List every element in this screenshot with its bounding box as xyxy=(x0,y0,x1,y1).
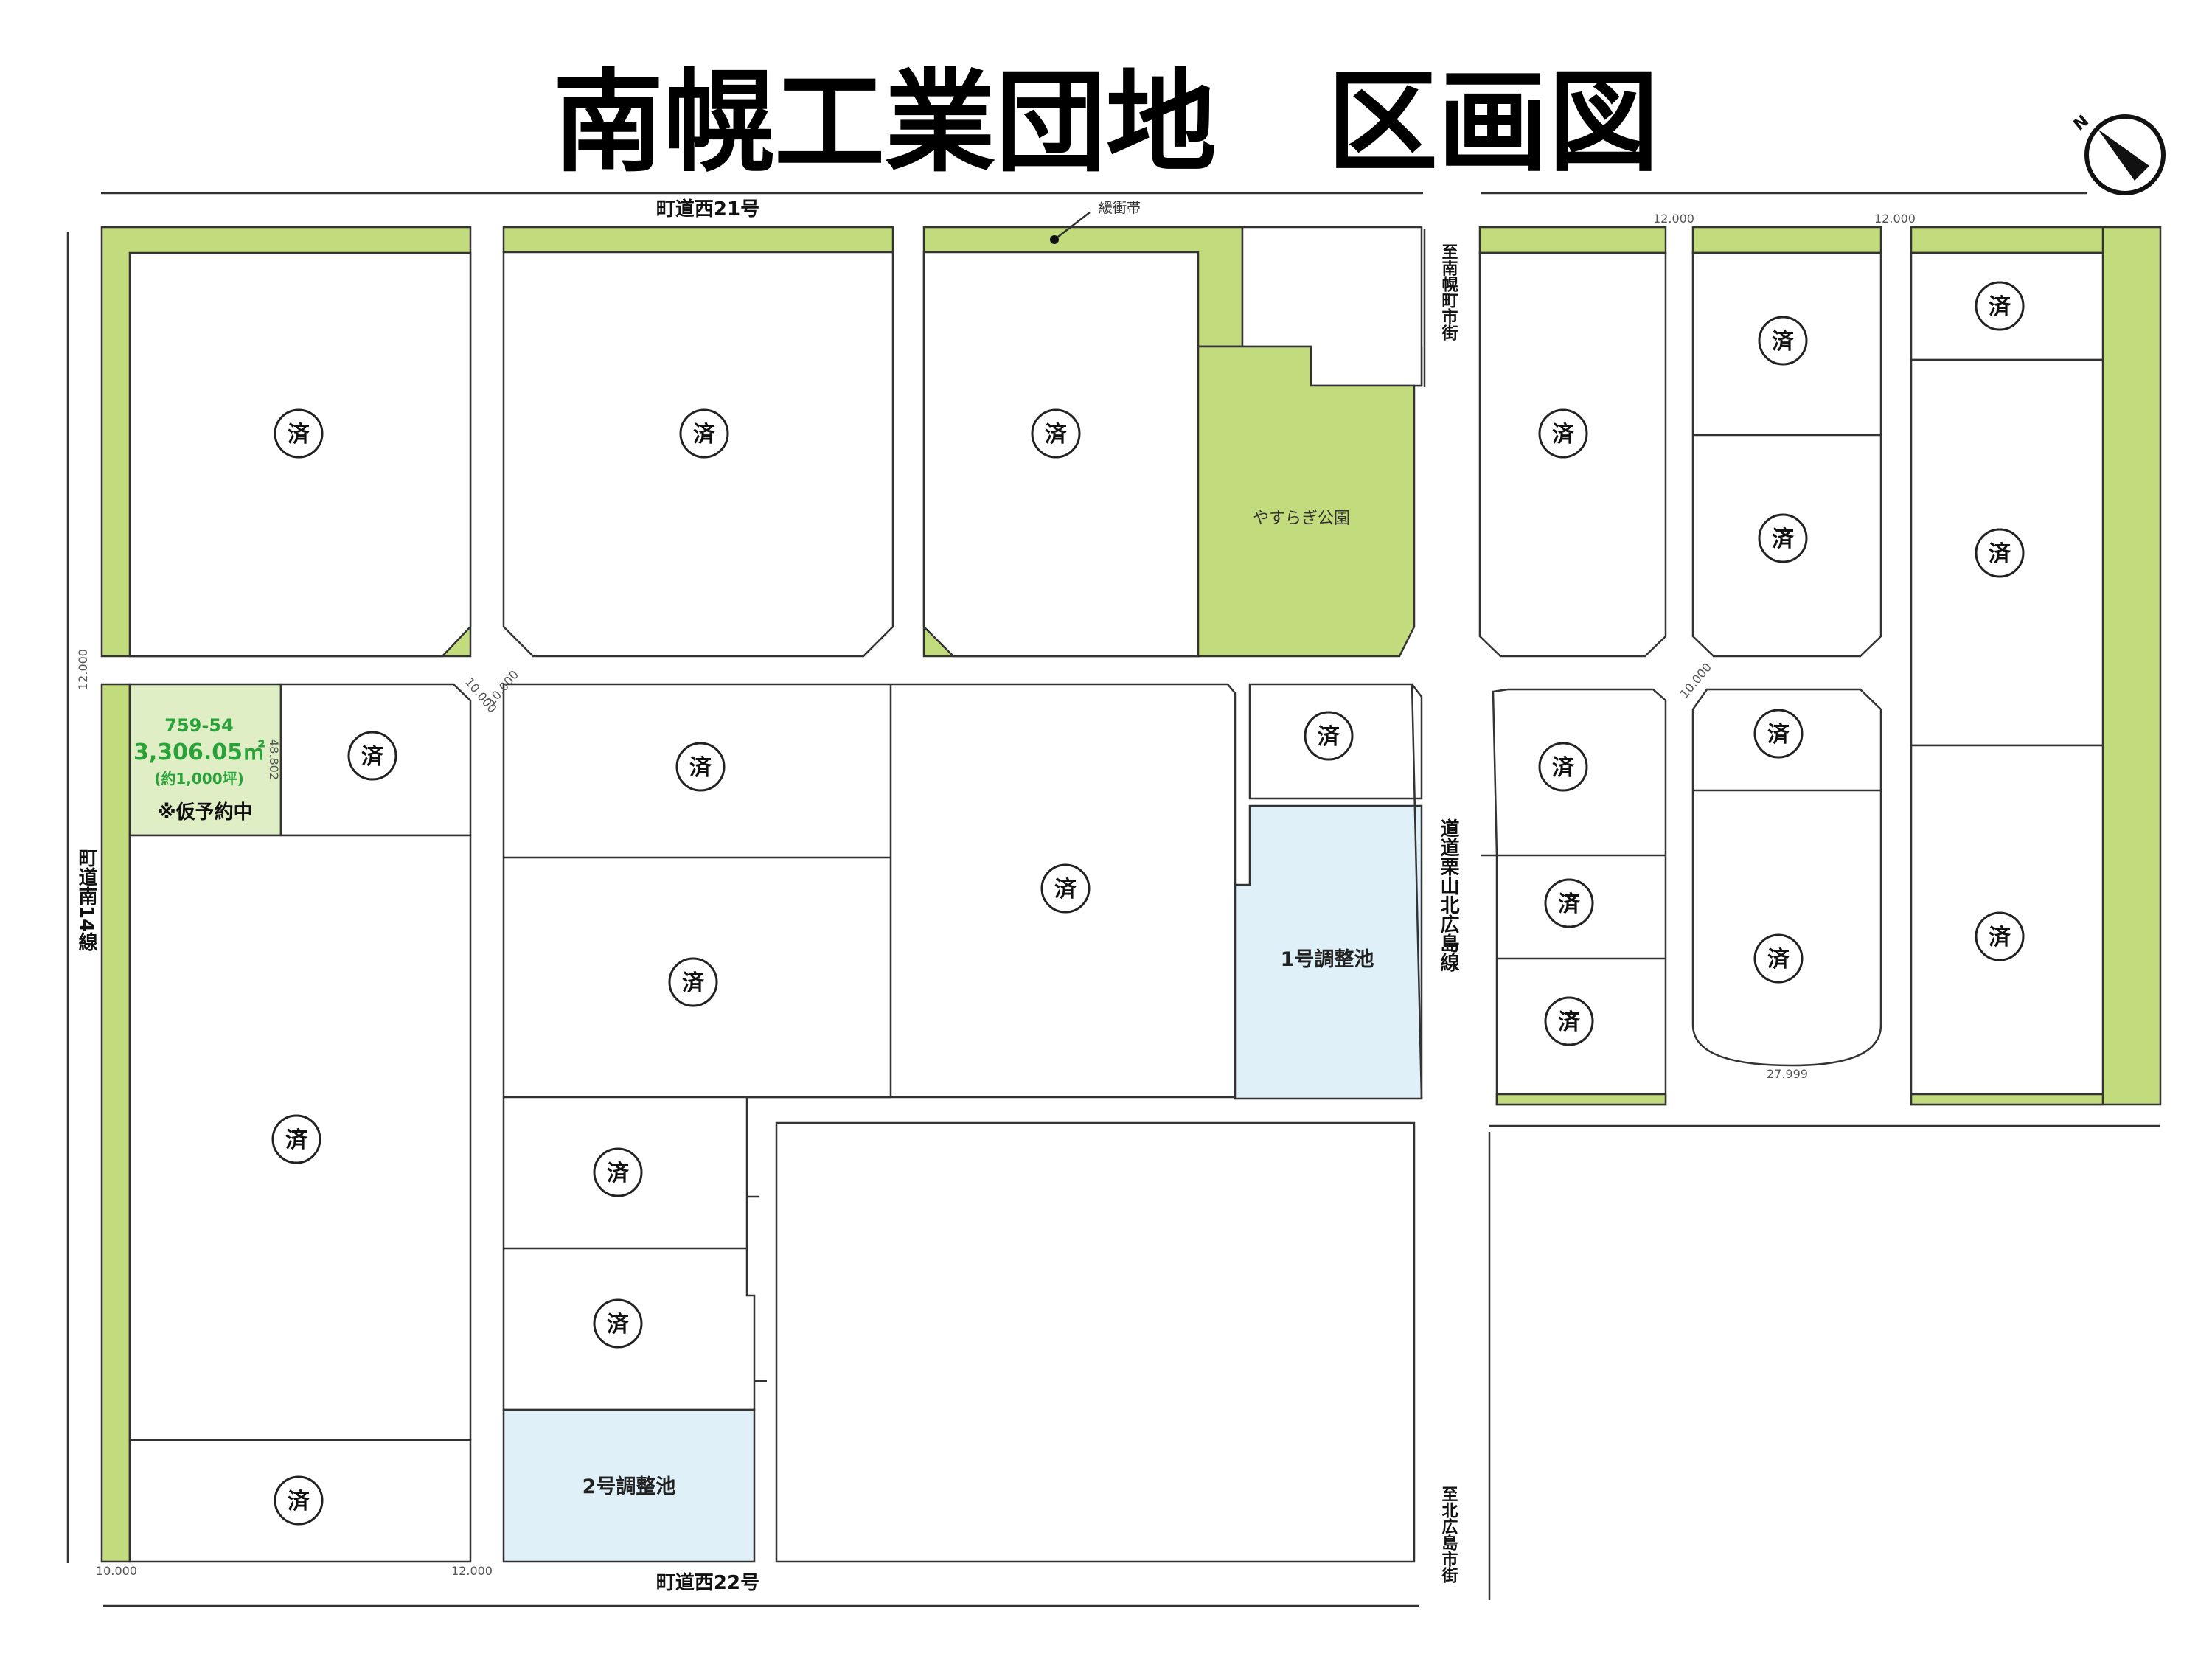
road-label-to-nanporo: 至南幌町市街 xyxy=(1439,243,1459,341)
sold-marker: 済 xyxy=(1758,513,1808,563)
road-label-east: 道道栗山北広島線 xyxy=(1437,818,1459,973)
large-lot xyxy=(775,1121,1416,1563)
sold-label: 済 xyxy=(1318,724,1340,750)
sold-label: 済 xyxy=(693,422,716,448)
sold-label: 済 xyxy=(1767,722,1790,748)
sold-marker: 済 xyxy=(1538,408,1588,459)
lot-tsubo: (約1,000坪) xyxy=(154,770,244,787)
sold-marker: 済 xyxy=(347,731,397,781)
sold-label: 済 xyxy=(1989,294,2011,320)
sold-marker: 済 xyxy=(1975,911,2025,961)
lot-area: 3,306.05㎡ xyxy=(133,740,265,765)
sold-marker: 済 xyxy=(1544,878,1594,928)
lot-status: ※仮予約中 xyxy=(157,801,252,824)
sold-label: 済 xyxy=(607,1312,630,1338)
sold-marker: 済 xyxy=(271,1114,321,1164)
sold-label: 済 xyxy=(1772,526,1795,552)
buffer-pointer xyxy=(1054,212,1091,240)
sold-marker: 済 xyxy=(1538,742,1588,792)
sold-label: 済 xyxy=(1054,877,1077,902)
dim-10000-d: 10.000 xyxy=(96,1564,137,1578)
sold-label: 済 xyxy=(288,1489,310,1514)
sold-marker: 済 xyxy=(1975,281,2025,331)
road-label-to-kitahiroshima: 至北広島市街 xyxy=(1439,1486,1459,1584)
buffer-label: 緩衝帯 xyxy=(1099,200,1141,216)
lot-depth-dim: 48.802 xyxy=(267,739,281,780)
road-label-west: 町道南14線 xyxy=(75,848,97,952)
sold-marker: 済 xyxy=(1758,316,1808,366)
sold-label: 済 xyxy=(1558,1009,1581,1035)
sold-label: 済 xyxy=(1767,947,1790,973)
sold-marker: 済 xyxy=(668,957,718,1007)
sold-marker: 済 xyxy=(1975,528,2025,578)
lot-number: 759-54 xyxy=(164,715,233,736)
block-c xyxy=(922,226,1423,658)
sold-marker: 済 xyxy=(274,408,324,459)
sold-marker: 済 xyxy=(679,408,729,459)
park-label: やすらぎ公園 xyxy=(1253,509,1350,528)
dim-12000-b: 12.000 xyxy=(1874,212,1916,226)
sold-label: 済 xyxy=(1045,422,1068,448)
sold-label: 済 xyxy=(1552,422,1575,448)
sold-label: 済 xyxy=(1552,755,1575,781)
sold-marker: 済 xyxy=(593,1298,643,1349)
sold-marker: 済 xyxy=(1031,408,1081,459)
sold-label: 済 xyxy=(285,1127,308,1153)
sold-label: 済 xyxy=(1558,891,1581,917)
dim-12000-d: 12.000 xyxy=(451,1564,493,1578)
sold-label: 済 xyxy=(361,744,384,770)
dim-12000-a: 12.000 xyxy=(1653,212,1694,226)
dim-27999: 27.999 xyxy=(1767,1067,1808,1081)
sold-label: 済 xyxy=(288,422,310,448)
compass-label: N xyxy=(2070,112,2093,135)
sold-markers: 済済済済済済済済済済済済済済済済済済済済済済済 xyxy=(271,281,2025,1526)
pond-1-label: 1号調整池 xyxy=(1281,947,1374,971)
sold-label: 済 xyxy=(1772,329,1795,355)
road-label-south: 町道西22号 xyxy=(656,1571,759,1594)
sold-marker: 済 xyxy=(1544,996,1594,1046)
sold-marker: 済 xyxy=(675,742,726,792)
north-arrow-icon: N xyxy=(2070,112,2166,195)
page-title: 南幌工業団地 区画図 xyxy=(553,59,1659,187)
sold-marker: 済 xyxy=(593,1147,643,1197)
road-label-north: 町道西21号 xyxy=(656,198,759,220)
available-lot[interactable] xyxy=(128,683,282,837)
block-west xyxy=(100,683,472,1563)
sold-marker: 済 xyxy=(1040,863,1091,914)
dim-12000-c: 12.000 xyxy=(76,649,90,690)
block-center xyxy=(502,683,1416,1563)
pond-2-label: 2号調整池 xyxy=(582,1475,676,1498)
sold-label: 済 xyxy=(607,1161,630,1186)
pond-2 xyxy=(502,1408,756,1563)
sold-marker: 済 xyxy=(1304,711,1354,761)
sold-marker: 済 xyxy=(1753,933,1804,984)
sold-label: 済 xyxy=(682,970,705,996)
sold-label: 済 xyxy=(689,755,712,781)
sold-marker: 済 xyxy=(1753,709,1804,759)
sold-marker: 済 xyxy=(274,1475,324,1526)
sold-label: 済 xyxy=(1989,541,2011,567)
sold-label: 済 xyxy=(1989,925,2011,950)
